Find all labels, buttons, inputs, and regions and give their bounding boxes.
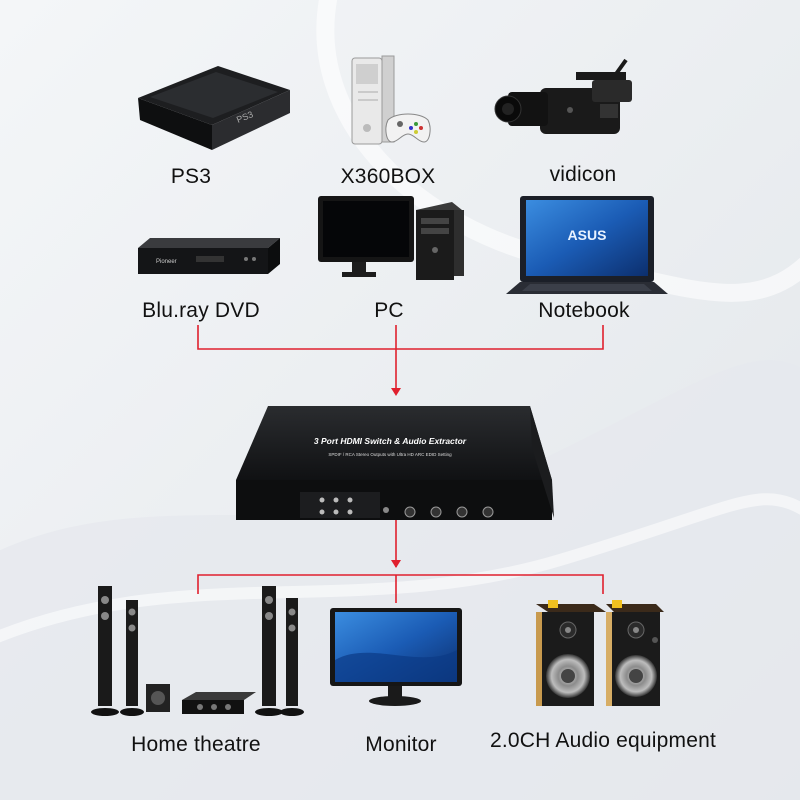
player-brand: Pioneer	[156, 259, 177, 265]
source-connector-lines	[197, 325, 604, 396]
source-label-notebook: Notebook	[538, 299, 630, 322]
source-label-bluray-dvd: Blu.ray DVD	[142, 299, 260, 322]
source-label-ps3: PS3	[170, 165, 212, 188]
monitor-icon	[330, 608, 462, 706]
device-title: 3 Port HDMI Switch & Audio Extractor	[314, 436, 467, 446]
home-theatre-icon	[91, 586, 304, 716]
ps3-console-icon: PS3	[138, 66, 290, 150]
speakers-icon	[536, 600, 664, 706]
video-camera-icon	[494, 58, 632, 134]
hdmi-switch-box-icon: 3 Port HDMI Switch & Audio Extractor SPD…	[236, 406, 554, 520]
output-label-audio-equipment: 2.0CH Audio equipment	[489, 729, 717, 752]
output-label-monitor: Monitor	[365, 733, 437, 756]
source-label-pc: PC	[374, 299, 404, 322]
laptop-brand: ASUS	[568, 227, 607, 243]
laptop-icon: ASUS	[506, 196, 668, 294]
desktop-pc-icon	[318, 196, 464, 280]
output-connector-lines	[197, 520, 604, 603]
xbox360-console-icon	[351, 55, 431, 145]
output-label-home-theatre: Home theatre	[131, 733, 261, 756]
source-label-x360box: X360BOX	[340, 165, 436, 188]
source-label-vidicon: vidicon	[549, 163, 617, 186]
device-subtitle: SPDIF / RCA Stereo Outputs with Ultra HD…	[328, 452, 452, 457]
bluray-player-icon: Pioneer	[138, 238, 280, 274]
